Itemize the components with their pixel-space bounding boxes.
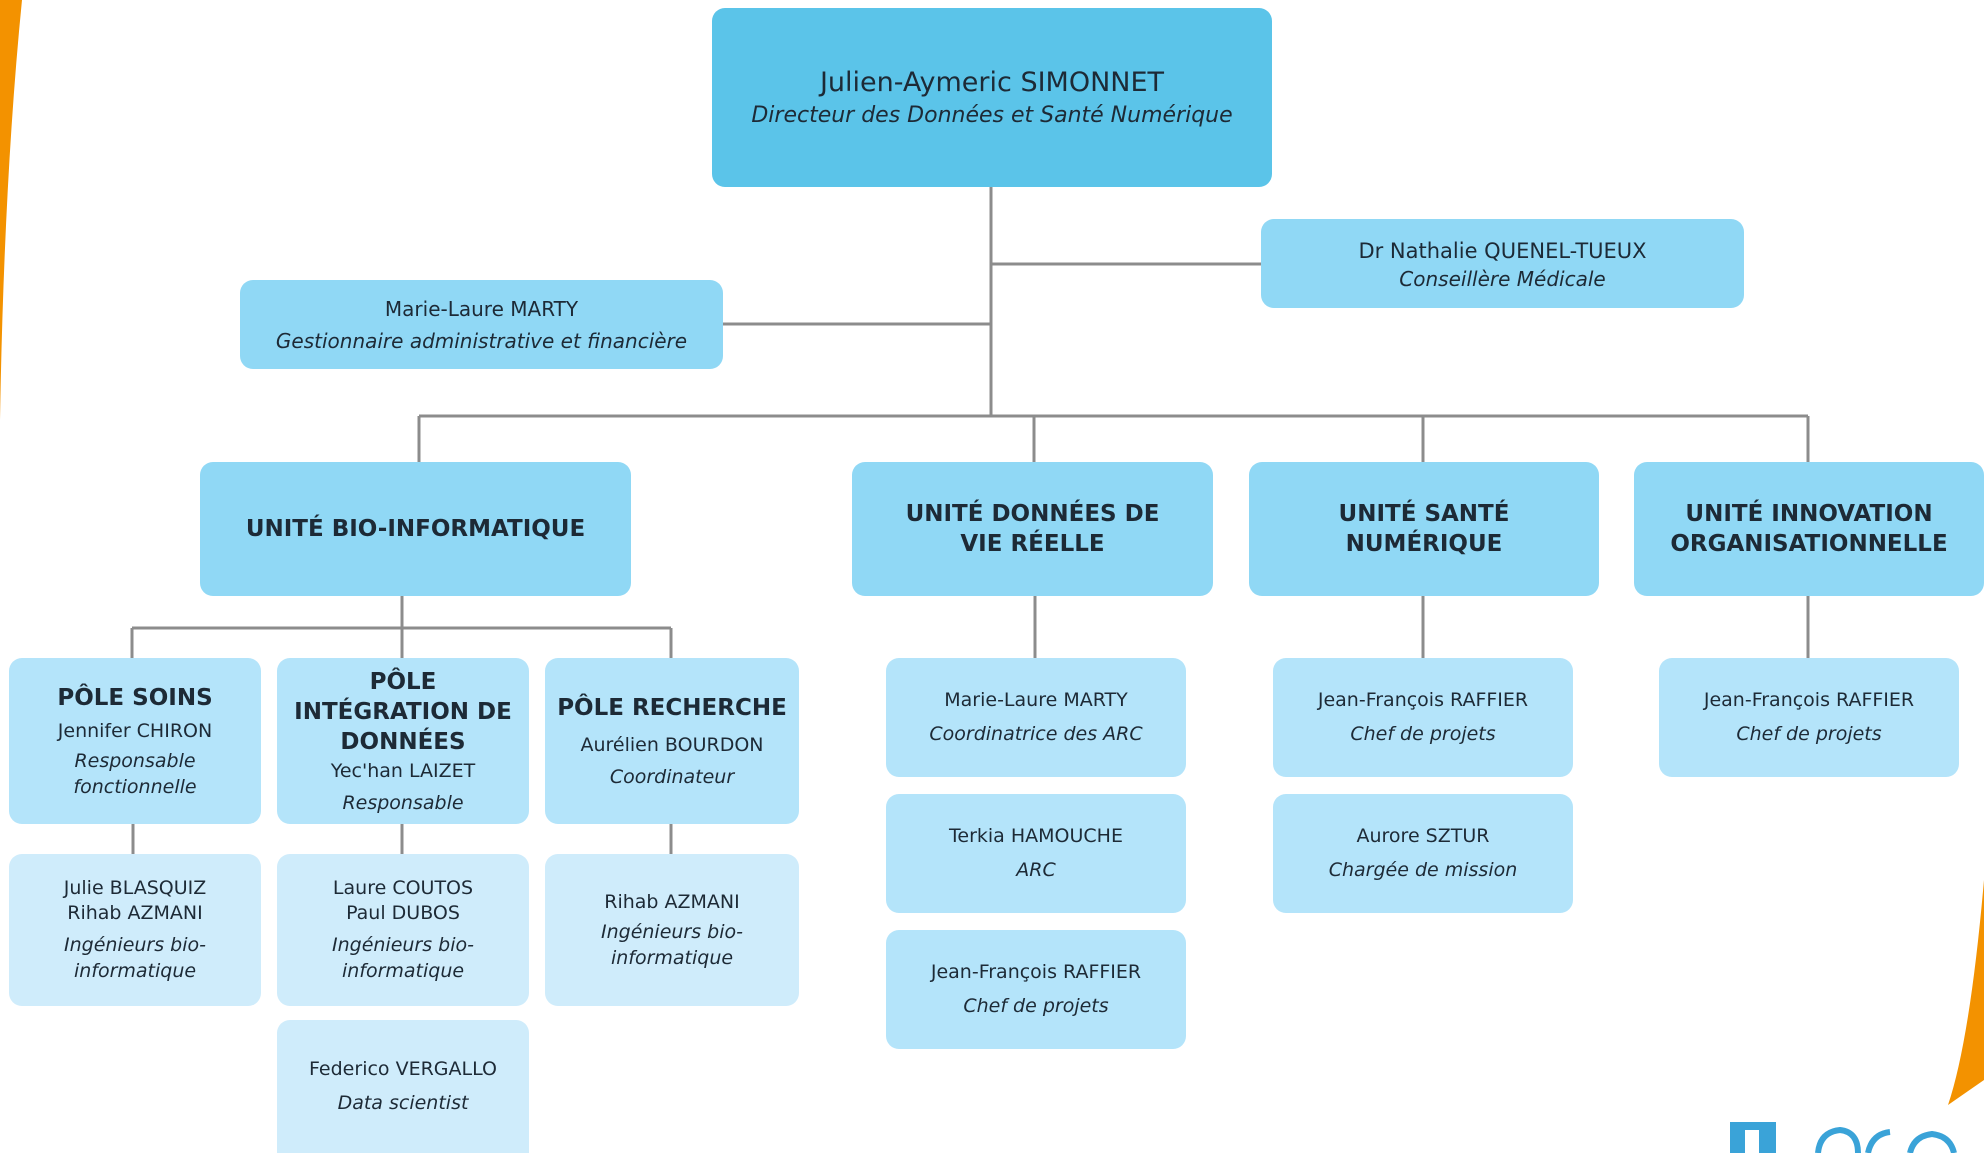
pole-title: PÔLE RECHERCHE	[557, 694, 787, 721]
staff-role: Chef de projets	[1350, 723, 1496, 745]
staff-role: Coordinatrice des ARC	[929, 723, 1143, 745]
director-box: Julien-Aymeric SIMONNET Directeur des Do…	[712, 8, 1272, 187]
team-role: Ingénieurs bio-informatique	[331, 934, 475, 982]
staff-role: ARC	[1016, 859, 1056, 881]
unit-sante-numerique: UNITÉ SANTÉ NUMÉRIQUE	[1249, 462, 1599, 596]
rwd-staff-2: Terkia HAMOUCHE ARC	[886, 794, 1186, 913]
pole-lead-name: Aurélien BOURDON	[580, 733, 764, 756]
team-member-name: Julie BLASQUIZ	[63, 877, 207, 899]
admin-box: Marie-Laure MARTY Gestionnaire administr…	[240, 280, 723, 369]
rwd-staff-3: Jean-François RAFFIER Chef de projets	[886, 930, 1186, 1049]
unit-donnees-vie-reelle: UNITÉ DONNÉES DE VIE RÉELLE	[852, 462, 1213, 596]
director-role: Directeur des Données et Santé Numérique	[751, 102, 1233, 128]
pole-title: PÔLE SOINS	[57, 684, 213, 711]
unit-innovation-organisationnelle: UNITÉ INNOVATION ORGANISATIONNELLE	[1634, 462, 1984, 596]
team-recherche: Rihab AZMANI Ingénieurs bio-informatique	[545, 854, 799, 1006]
admin-role: Gestionnaire administrative et financièr…	[275, 328, 688, 353]
pole-lead-name: Jennifer CHIRON	[57, 719, 213, 742]
pole-soins: PÔLE SOINS Jennifer CHIRON Responsable f…	[9, 658, 261, 824]
pole-recherche: PÔLE RECHERCHE Aurélien BOURDON Coordina…	[545, 658, 799, 824]
right-orange-swoosh	[1948, 880, 1984, 1105]
staff-name: Jean-François RAFFIER	[1317, 689, 1529, 711]
admin-name: Marie-Laure MARTY	[384, 296, 579, 321]
unit-title: UNITÉ SANTÉ NUMÉRIQUE	[1338, 501, 1510, 557]
innovation-staff-1: Jean-François RAFFIER Chef de projets	[1659, 658, 1959, 777]
team-member-name: Federico VERGALLO	[309, 1058, 497, 1080]
digital-staff-2: Aurore SZTUR Chargée de mission	[1273, 794, 1573, 913]
team-role: Ingénieurs bio-informatique	[63, 934, 207, 982]
unit-bio-informatique: UNITÉ BIO-INFORMATIQUE	[200, 462, 631, 596]
unit-title: UNITÉ DONNÉES DE VIE RÉELLE	[905, 501, 1160, 557]
team-role: Ingénieurs bio-informatique	[600, 920, 744, 969]
team-integration: Laure COUTOS Paul DUBOS Ingénieurs bio-i…	[277, 854, 529, 1006]
team-member-name: Laure COUTOS	[332, 877, 474, 899]
team-soins: Julie BLASQUIZ Rihab AZMANI Ingénieurs b…	[9, 854, 261, 1006]
staff-role: Chef de projets	[1736, 723, 1882, 745]
team-data-scientist: Federico VERGALLO Data scientist	[277, 1020, 529, 1153]
staff-name: Jean-François RAFFIER	[1703, 689, 1915, 711]
left-orange-swoosh	[0, 0, 22, 420]
unit-title: UNITÉ BIO-INFORMATIQUE	[245, 516, 586, 542]
staff-name: Marie-Laure MARTY	[944, 689, 1128, 711]
advisor-box: Dr Nathalie QUENEL-TUEUX Conseillère Méd…	[1261, 219, 1744, 308]
pole-lead-role: Coordinateur	[609, 765, 735, 788]
pole-lead-role: Responsable fonctionnelle	[73, 749, 197, 798]
pole-lead-name: Yec'han LAIZET	[330, 759, 476, 782]
pole-lead-role: Responsable	[342, 791, 464, 814]
director-name: Julien-Aymeric SIMONNET	[819, 66, 1165, 98]
staff-role: Chargée de mission	[1328, 859, 1518, 881]
team-member-name: Paul DUBOS	[346, 902, 460, 924]
staff-name: Jean-François RAFFIER	[930, 961, 1142, 983]
pole-title: PÔLE INTÉGRATION DE DONNÉES	[294, 668, 512, 755]
team-role: Data scientist	[337, 1092, 469, 1114]
advisor-name: Dr Nathalie QUENEL-TUEUX	[1358, 238, 1647, 263]
logo-fragment	[1730, 1122, 1957, 1153]
team-member-name: Rihab AZMANI	[67, 902, 203, 924]
unit-title: UNITÉ INNOVATION ORGANISATIONNELLE	[1670, 501, 1948, 557]
pole-integration-donnees: PÔLE INTÉGRATION DE DONNÉES Yec'han LAIZ…	[277, 658, 529, 824]
team-member-name: Rihab AZMANI	[604, 890, 740, 913]
rwd-staff-1: Marie-Laure MARTY Coordinatrice des ARC	[886, 658, 1186, 777]
digital-staff-1: Jean-François RAFFIER Chef de projets	[1273, 658, 1573, 777]
staff-role: Chef de projets	[963, 995, 1109, 1017]
advisor-role: Conseillère Médicale	[1399, 266, 1606, 291]
staff-name: Aurore SZTUR	[1356, 825, 1490, 847]
staff-name: Terkia HAMOUCHE	[949, 825, 1123, 847]
